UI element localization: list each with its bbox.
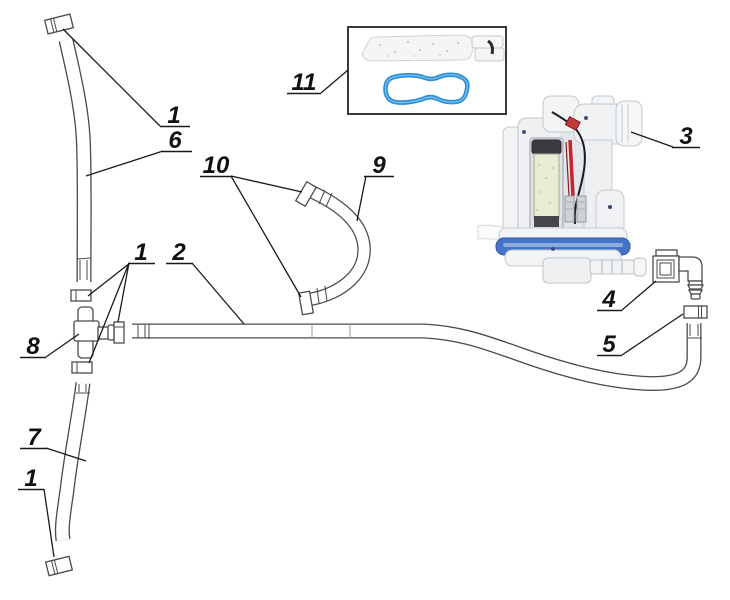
callout-1-bottom: 1	[24, 465, 37, 492]
hose-upper-6	[58, 38, 92, 283]
callout-1-mid: 1	[134, 239, 147, 266]
callout-labels: 1 6 10 9 11 3 4 5 2 1 8 7 1	[18, 69, 700, 492]
elbow-connector-4	[652, 249, 705, 300]
module-base	[495, 227, 631, 267]
clamp-bottom-1	[44, 555, 74, 577]
callout-8: 8	[26, 333, 40, 360]
callout-6: 6	[168, 127, 182, 154]
flange-gasket	[383, 72, 470, 105]
hose-curved-9	[304, 184, 371, 307]
service-kit-box-11	[347, 26, 507, 115]
callout-5: 5	[602, 331, 616, 358]
callout-9: 9	[372, 152, 386, 179]
callout-1-top: 1	[167, 102, 180, 129]
callout-4: 4	[601, 286, 615, 313]
callout-3: 3	[679, 123, 693, 150]
clamp-curved-lower-10	[297, 290, 315, 316]
fuel-pump-module-photo	[477, 95, 647, 284]
callout-10: 10	[203, 152, 230, 179]
leader-lines	[43, 28, 684, 558]
fuel-filter-strainer	[361, 34, 505, 62]
clamp-below-tee-1	[71, 361, 93, 374]
module-outlet-barb	[542, 257, 647, 284]
callout-7: 7	[27, 424, 42, 451]
clamp-above-tee-1	[70, 289, 92, 302]
hose-main-2	[132, 323, 702, 392]
callout-2: 2	[171, 239, 186, 266]
callout-11: 11	[292, 69, 317, 96]
pump-can	[529, 137, 564, 231]
clamp-vertical-1	[113, 321, 125, 344]
clamp-outlet-5	[683, 305, 708, 319]
hose-lower-7	[54, 382, 91, 542]
clamp-top-1	[43, 13, 75, 35]
tee-fitting-8	[73, 306, 115, 359]
